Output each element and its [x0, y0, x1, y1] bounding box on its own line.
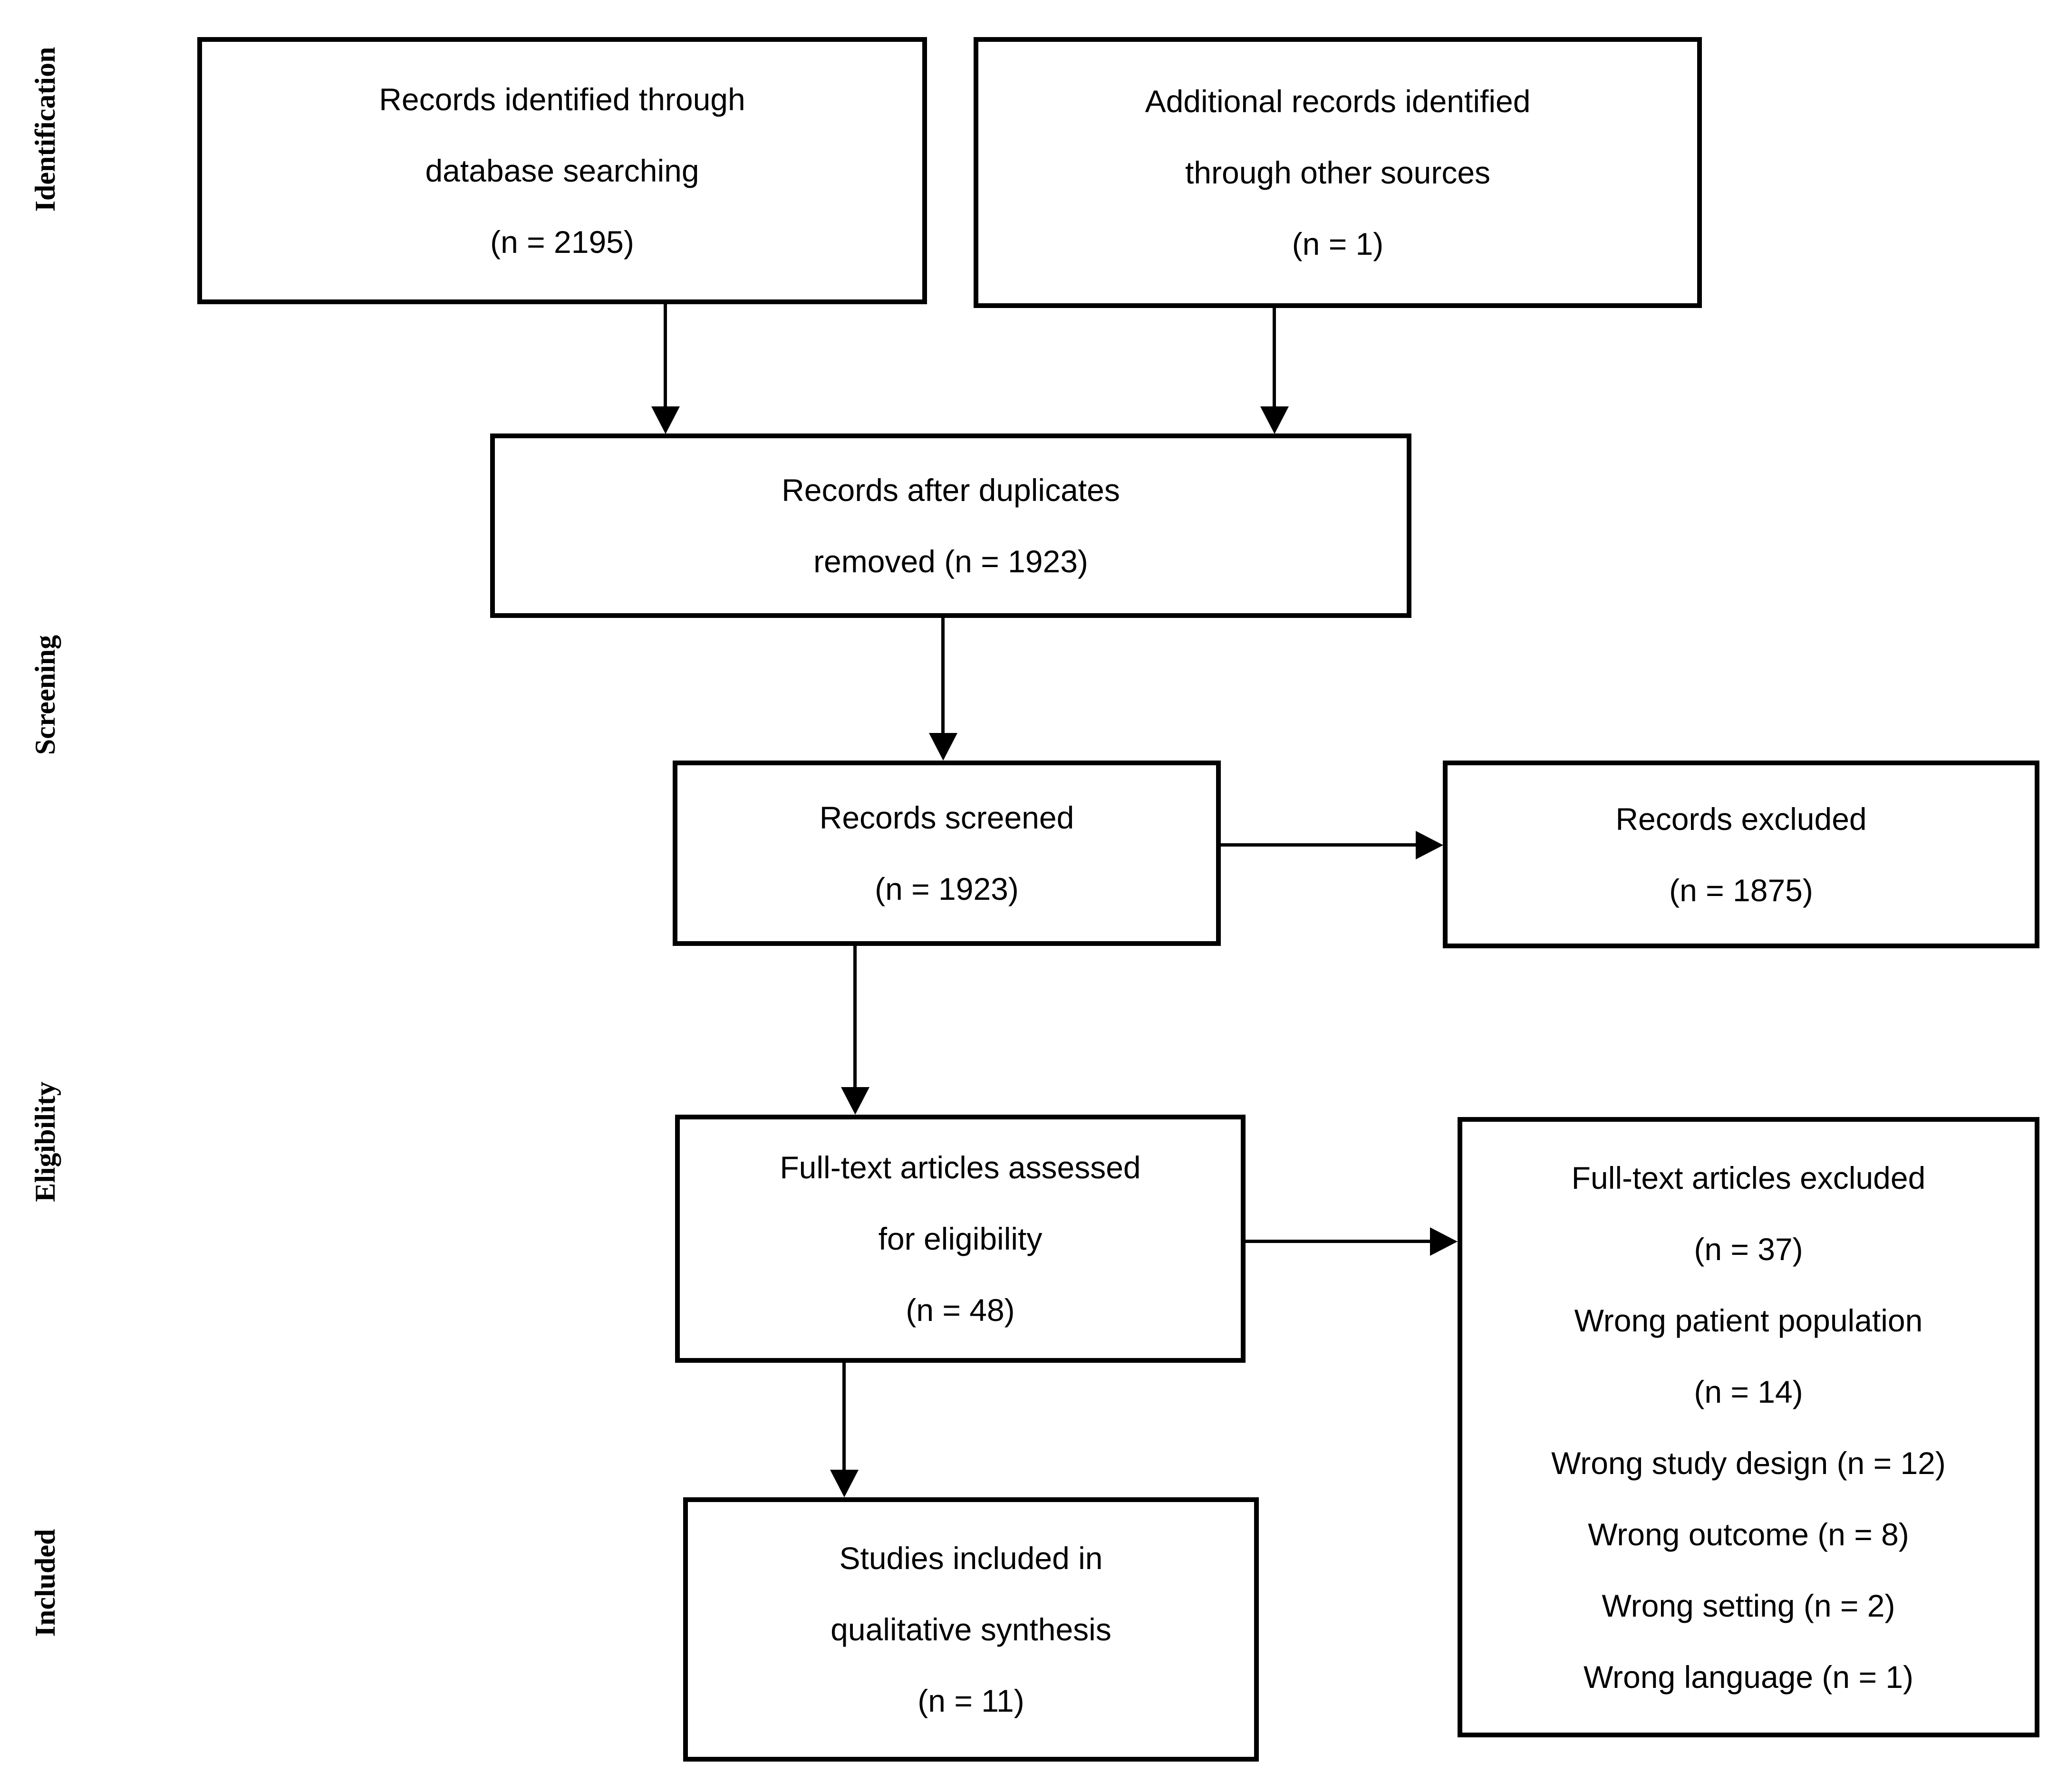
arrow-down-icon: [929, 733, 957, 761]
box-text-line: qualitative synthesis: [831, 1612, 1111, 1647]
arrow-duplicates-to-screened-line: [941, 618, 945, 734]
stage-label-screening: Screening: [29, 635, 61, 755]
arrow-screened-to-excluded-line: [1221, 843, 1416, 847]
box-text-line: (n = 1): [1292, 226, 1384, 261]
box-text-line: Wrong patient population: [1574, 1302, 1923, 1338]
box-records-identified-database: Records identified through database sear…: [197, 37, 927, 304]
box-text-line: removed (n = 1923): [813, 544, 1088, 579]
box-fulltext-articles-excluded: Full-text articles excluded (n = 37) Wro…: [1458, 1117, 2039, 1737]
box-records-excluded: Records excluded (n = 1875): [1443, 761, 2039, 948]
box-text-line: Wrong study design (n = 12): [1551, 1445, 1946, 1481]
box-fulltext-articles-assessed: Full-text articles assessed for eligibil…: [675, 1115, 1246, 1363]
arrow-right-icon: [1430, 1227, 1458, 1256]
box-text-line: (n = 14): [1694, 1374, 1803, 1409]
arrow-right-icon: [1416, 831, 1443, 859]
stage-label-eligibility: Eligibility: [29, 1081, 61, 1202]
box-studies-included-qualitative: Studies included in qualitative synthesi…: [683, 1497, 1259, 1762]
arrow-down-icon: [830, 1470, 859, 1497]
box-text-line: Records screened: [819, 800, 1074, 835]
stage-label-included: Included: [29, 1529, 61, 1637]
box-text-line: Records identified through: [379, 82, 745, 117]
box-records-after-duplicates-removed: Records after duplicates removed (n = 19…: [490, 434, 1411, 618]
arrow-additional-to-duplicates-line: [1273, 308, 1276, 408]
box-text-line: (n = 2195): [490, 224, 634, 260]
box-text-line: Wrong setting (n = 2): [1602, 1588, 1895, 1623]
box-text-line: Records excluded: [1615, 801, 1867, 837]
box-text-line: (n = 37): [1694, 1231, 1803, 1267]
box-text-line: Wrong language (n = 1): [1583, 1659, 1914, 1695]
box-text-line: for eligibility: [878, 1221, 1043, 1256]
box-text-line: Full-text articles excluded: [1571, 1160, 1926, 1195]
arrow-down-icon: [841, 1087, 869, 1115]
arrow-screened-to-fulltext-line: [853, 946, 857, 1089]
box-text-line: (n = 48): [906, 1292, 1015, 1328]
box-additional-records-other-sources: Additional records identified through ot…: [974, 37, 1702, 308]
box-text-line: Additional records identified: [1145, 84, 1531, 119]
arrow-assessed-to-excluded-line: [1246, 1240, 1430, 1243]
box-text-line: Studies included in: [839, 1541, 1103, 1576]
box-records-screened: Records screened (n = 1923): [673, 761, 1221, 946]
box-text-line: through other sources: [1185, 155, 1491, 190]
arrow-identified-to-duplicates-line: [664, 304, 667, 408]
box-text-line: (n = 11): [918, 1683, 1024, 1718]
box-text-line: (n = 1923): [875, 871, 1019, 906]
box-text-line: database searching: [425, 153, 699, 188]
arrow-fulltext-to-included-line: [842, 1363, 846, 1471]
box-text-line: Records after duplicates: [782, 472, 1120, 508]
box-text-line: (n = 1875): [1669, 872, 1813, 908]
box-text-line: Wrong outcome (n = 8): [1588, 1516, 1909, 1552]
arrow-down-icon: [1260, 406, 1289, 434]
arrow-down-icon: [651, 406, 680, 434]
box-text-line: Full-text articles assessed: [780, 1150, 1141, 1185]
stage-label-identification: Identification: [29, 47, 61, 212]
